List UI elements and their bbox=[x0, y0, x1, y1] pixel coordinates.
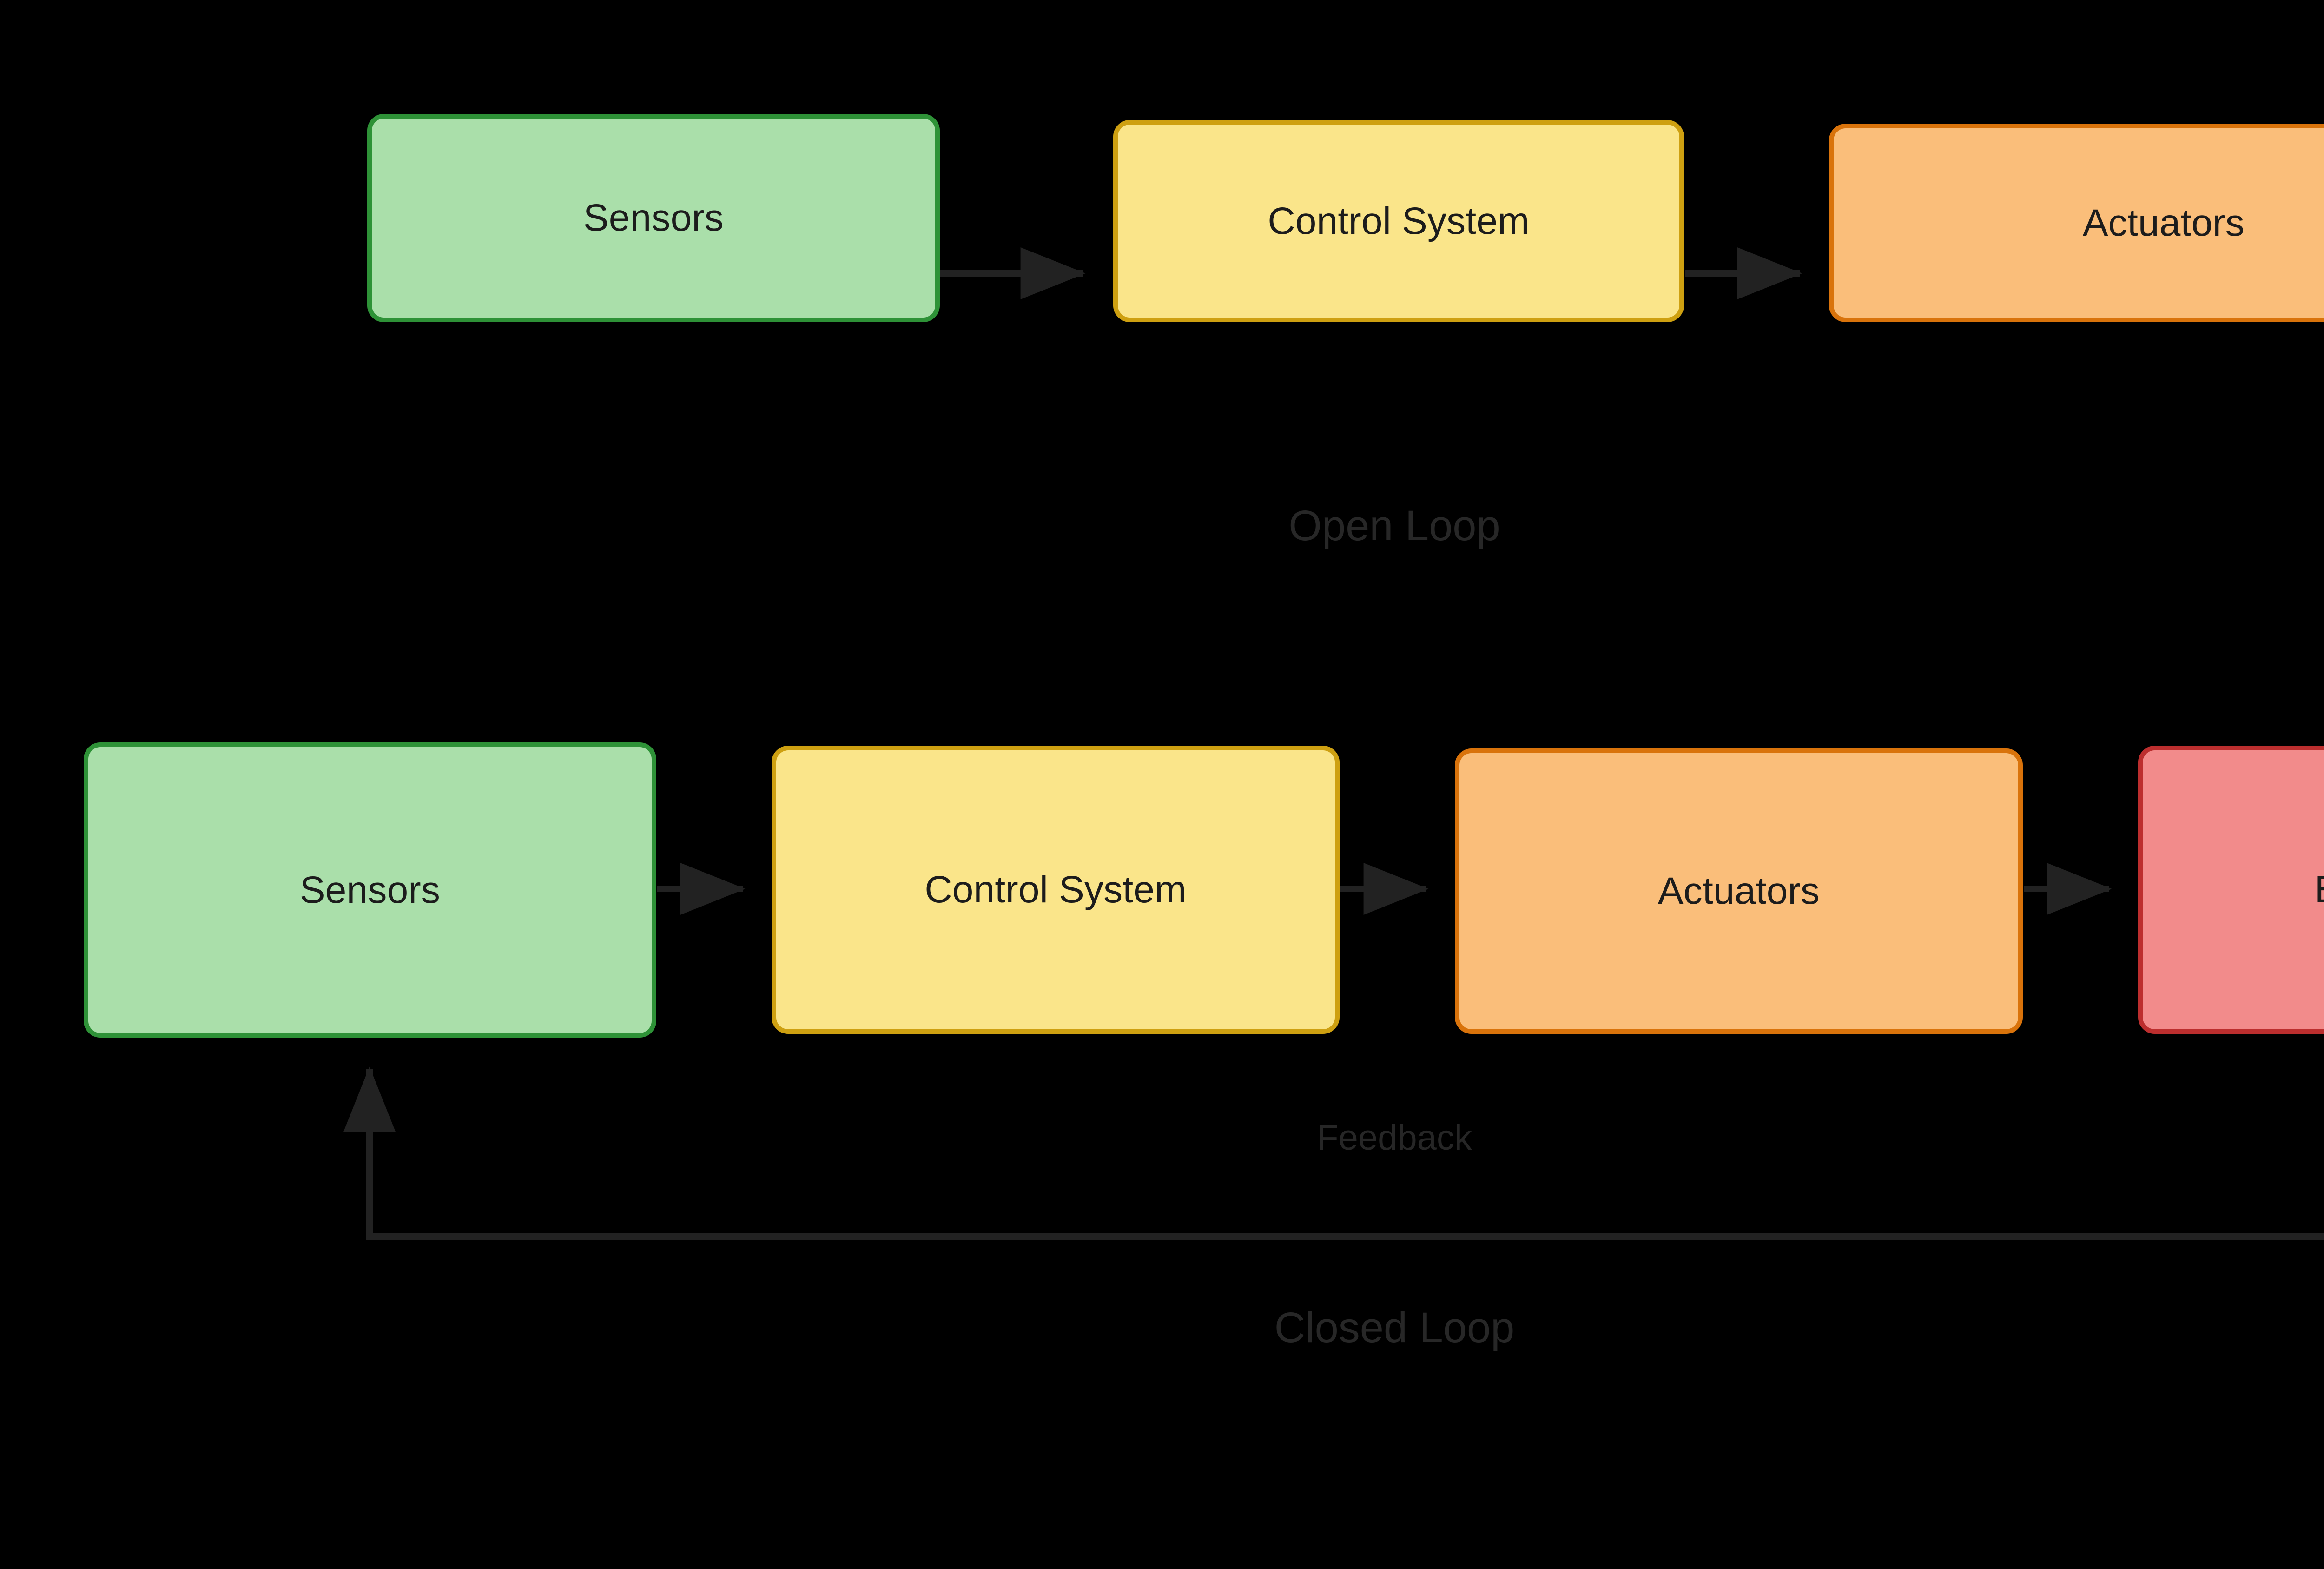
node-label: Control System bbox=[1268, 199, 1530, 242]
node-open-loop-actuators[interactable]: Actuators bbox=[1829, 124, 2324, 322]
node-open-loop-sensors[interactable]: Sensors bbox=[367, 114, 940, 322]
node-label: Sensors bbox=[583, 197, 724, 239]
node-closed-loop-environment[interactable]: Environment bbox=[2138, 746, 2324, 1034]
edge-label-feedback: Feedback bbox=[1317, 1118, 1472, 1158]
node-label: Sensors bbox=[299, 868, 441, 911]
node-label: Actuators bbox=[1657, 870, 1820, 912]
node-label: Control System bbox=[924, 868, 1187, 911]
caption-closed-loop: Closed Loop bbox=[1274, 1304, 1515, 1351]
node-label: Environment bbox=[2315, 871, 2324, 909]
node-closed-loop-actuators[interactable]: Actuators bbox=[1455, 748, 2023, 1034]
node-closed-loop-control-system[interactable]: Control System bbox=[772, 746, 1340, 1034]
node-closed-loop-sensors[interactable]: Sensors bbox=[84, 742, 656, 1038]
caption-open-loop: Open Loop bbox=[1288, 502, 1500, 549]
node-open-loop-control-system[interactable]: Control System bbox=[1113, 120, 1684, 322]
node-label: Actuators bbox=[2082, 201, 2245, 244]
